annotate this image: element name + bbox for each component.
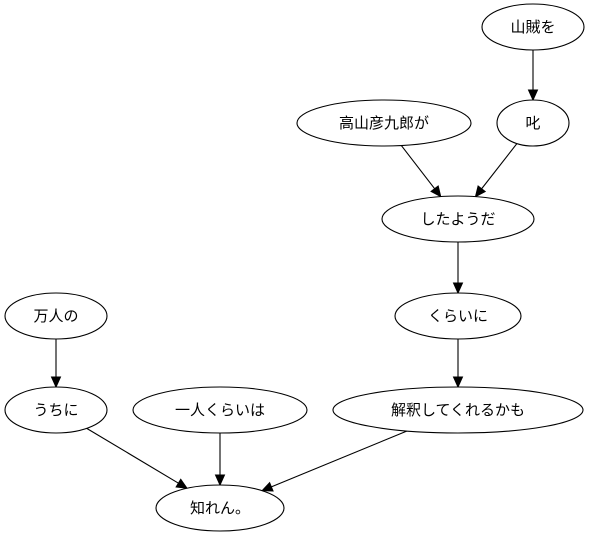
node-label: 高山彦九郎が bbox=[339, 114, 429, 132]
edge-line bbox=[86, 427, 179, 484]
arrowhead-icon bbox=[214, 474, 226, 487]
node-shikaru: 叱 bbox=[496, 99, 570, 147]
node-uchini: うちに bbox=[4, 386, 108, 434]
node-shitayouda: したようだ bbox=[381, 195, 535, 243]
node-label: 叱 bbox=[525, 114, 540, 132]
edge-shikaru-to-shitayouda bbox=[474, 143, 518, 198]
edges-layer bbox=[50, 50, 539, 492]
edge-uchini-to-shirenn bbox=[86, 427, 189, 489]
arrowhead-icon bbox=[260, 481, 274, 492]
node-ellipse bbox=[4, 292, 108, 340]
node-takayama: 高山彦九郎が bbox=[296, 99, 472, 147]
node-mannin: 万人の bbox=[4, 292, 108, 340]
node-label: 解釈してくれるかも bbox=[391, 401, 525, 419]
arrowhead-icon bbox=[430, 185, 442, 198]
arrowhead-icon bbox=[474, 185, 487, 198]
edge-takayama-to-shitayouda bbox=[400, 145, 442, 198]
edge-mannin-to-uchini bbox=[50, 339, 62, 389]
node-ellipse bbox=[4, 386, 108, 434]
node-ellipse bbox=[394, 292, 522, 340]
node-ellipse bbox=[496, 99, 570, 147]
edge-kuraini-to-kaishaku bbox=[452, 339, 464, 389]
node-label: うちに bbox=[33, 401, 78, 419]
node-ellipse bbox=[296, 99, 472, 147]
node-kuraini: くらいに bbox=[394, 292, 522, 340]
node-sanzoku: 山賊を bbox=[481, 3, 585, 51]
node-ellipse bbox=[332, 386, 584, 434]
arrowhead-icon bbox=[527, 89, 539, 102]
node-label: 一人くらいは bbox=[175, 401, 265, 419]
node-ellipse bbox=[481, 3, 585, 51]
node-label: 万人の bbox=[33, 307, 78, 325]
node-ellipse bbox=[381, 195, 535, 243]
node-shirenn: 知れん。 bbox=[155, 484, 285, 532]
node-label: 知れん。 bbox=[190, 499, 250, 517]
node-hitori: 一人くらいは bbox=[132, 386, 308, 434]
node-kaishaku: 解釈してくれるかも bbox=[332, 386, 584, 434]
edge-line bbox=[481, 143, 518, 190]
node-ellipse bbox=[132, 386, 308, 434]
arrowhead-icon bbox=[175, 478, 189, 489]
node-label: 山賊を bbox=[510, 18, 555, 36]
arrowhead-icon bbox=[452, 282, 464, 295]
edge-hitori-to-shirenn bbox=[214, 433, 226, 487]
edge-line bbox=[400, 145, 436, 190]
node-label: したようだ bbox=[420, 210, 495, 228]
node-ellipse bbox=[155, 484, 285, 532]
edge-kaishaku-to-shirenn bbox=[260, 430, 408, 492]
edge-line bbox=[271, 430, 408, 488]
arrowhead-icon bbox=[50, 376, 62, 389]
edge-sanzoku-to-shikaru bbox=[527, 50, 539, 102]
arrowhead-icon bbox=[452, 376, 464, 389]
edge-shitayouda-to-kuraini bbox=[452, 242, 464, 295]
node-label: くらいに bbox=[428, 307, 488, 325]
